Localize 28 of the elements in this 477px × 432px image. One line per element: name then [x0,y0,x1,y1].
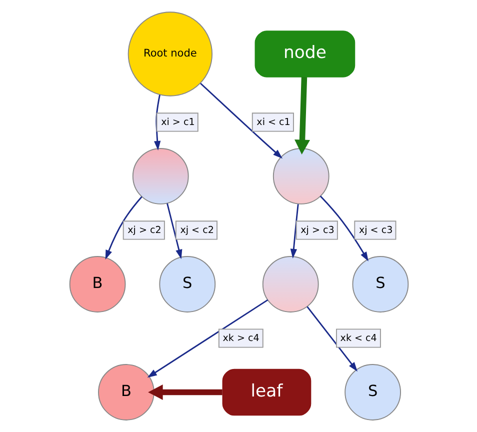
edge-label: xi < c1 [256,117,290,128]
arrow [290,204,298,259]
edge-label: xk < c4 [340,333,376,344]
arrow [148,384,222,400]
node-circle [132,148,188,204]
arrow [200,82,282,159]
edge-label: xj > c3 [300,225,334,236]
node-circle: B [68,256,126,312]
node-circle: Root node [127,12,212,96]
arrow [154,94,160,150]
arrow [306,306,358,372]
edge-label: xj < c3 [358,225,392,236]
arrow [294,76,310,154]
node-circle: S [158,256,216,312]
arrow [146,299,268,378]
node-box: node [254,30,355,78]
node-circle [262,256,318,312]
node-circle: B [98,364,154,420]
arrow [166,203,182,260]
edge-label: xj > c2 [127,225,161,236]
arrow [104,196,142,260]
node-box: leaf [222,368,311,416]
edge-label: xk > c4 [222,333,259,344]
node-circle: S [344,364,400,420]
edge-label: xj < c2 [180,225,214,236]
edge-label: xi > c1 [160,117,194,128]
node-circle: S [352,256,408,312]
arrow [319,196,368,262]
